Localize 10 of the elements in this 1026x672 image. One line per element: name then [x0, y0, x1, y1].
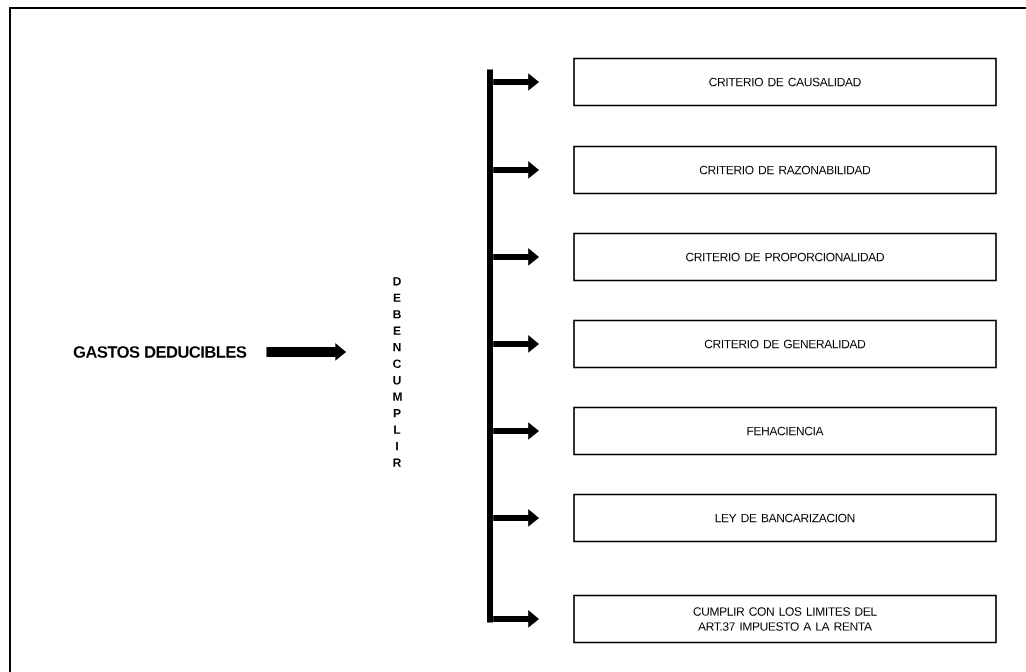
criterion-box: CRITERIO DE RAZONABILIDAD	[573, 145, 997, 195]
criterion-box: CRITERIO DE CAUSALIDAD	[573, 57, 997, 107]
criterion-box: CRITERIO DE PROPORCIONALIDAD	[573, 232, 997, 282]
bracket-bar	[487, 69, 493, 623]
criterion-box: CRITERIO DE GENERALIDAD	[573, 319, 997, 369]
criterion-box: FEHACIENCIA	[573, 406, 997, 456]
criterion-box: CUMPLIR CON LOS LIMITES DEL ART.37 IMPUESTO A LA RENTA	[573, 594, 997, 644]
criterion-box: LEY DE BANCARIZACION	[573, 493, 997, 543]
title-text: GASTOS DEDUCIBLES	[73, 346, 247, 358]
vertical-text: DEBEN CUMPLIR	[393, 277, 402, 467]
